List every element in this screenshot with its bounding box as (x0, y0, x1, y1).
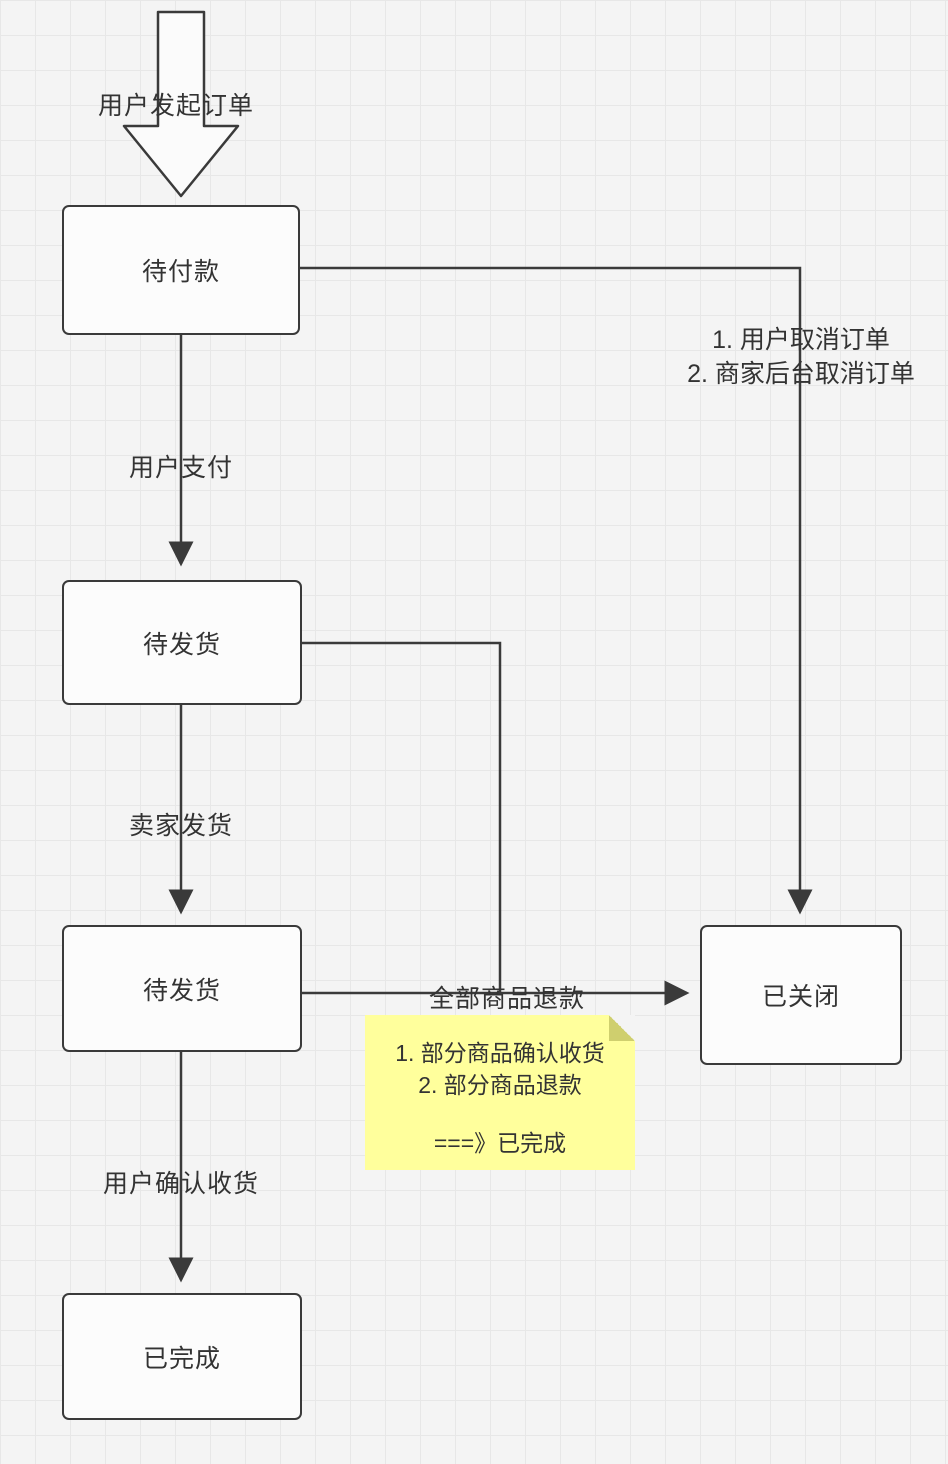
edge-label-user-pay: 用户支付 (128, 454, 234, 482)
node-awaiting-receipt: 待发货 (62, 925, 302, 1052)
node-closed: 已关闭 (700, 925, 902, 1065)
node-closed-label: 已关闭 (761, 983, 840, 1011)
edge-label-full-refund: 全部商品退款 (428, 985, 586, 1013)
sticky-note-line3: ===》已完成 (433, 1130, 567, 1156)
node-completed-label: 已完成 (142, 1344, 221, 1373)
edge-label-cancel-line1: 1. 用户取消订单 (712, 326, 890, 354)
node-awaiting-shipment: 待发货 (62, 580, 302, 705)
sticky-note-fold-icon (609, 1015, 635, 1041)
node-awaiting-shipment-label: 待发货 (142, 630, 221, 659)
node-pending-payment: 待付款 (62, 205, 300, 335)
start-flow-label: 用户发起订单 (98, 92, 255, 120)
node-completed: 已完成 (62, 1293, 302, 1420)
node-pending-payment-label: 待付款 (141, 258, 220, 286)
edge-label-cancel-line2: 2. 商家后台取消订单 (687, 360, 915, 388)
sticky-note-line2: 2. 部分商品退款 (418, 1072, 582, 1098)
edge-shipment-branch (302, 641, 502, 993)
edge-label-seller-ship: 卖家发货 (128, 812, 234, 840)
edge-label-user-confirm: 用户确认收货 (102, 1170, 260, 1198)
node-awaiting-receipt-label: 待发货 (142, 976, 221, 1005)
sticky-note: 1. 部分商品确认收货 2. 部分商品退款 ===》已完成 (365, 1015, 635, 1170)
edge-label-cancel: 1. 用户取消订单 2. 商家后台取消订单 (655, 323, 947, 391)
sticky-note-line1: 1. 部分商品确认收货 (395, 1040, 605, 1066)
